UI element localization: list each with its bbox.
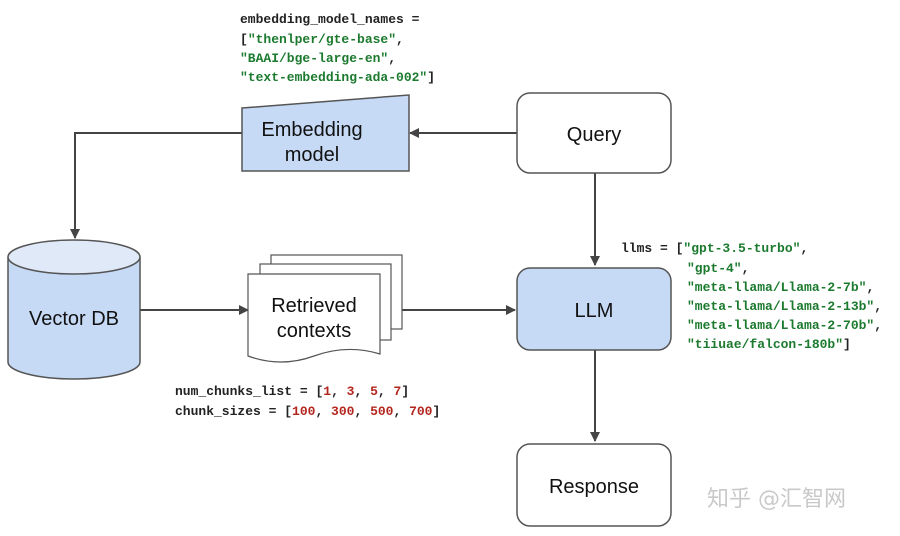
embedding-model-label-line1: Embedding [261, 119, 362, 141]
llm-name: "meta-llama/Llama-2-70b" [687, 318, 874, 333]
num-chunks-list: num_chunks_list = [1, 3, 5, 7] [175, 384, 409, 399]
llms-item: "meta-llama/Llama-2-13b", [687, 299, 882, 314]
llm-name: "meta-llama/Llama-2-13b" [687, 299, 874, 314]
context-page-front [247, 273, 381, 363]
node-vector-db: Vector DB [7, 239, 141, 380]
llm-name: "gpt-4" [687, 261, 742, 276]
arrow-embedding-to-vectordb [70, 132, 242, 239]
llm-name: "gpt-3.5-turbo" [683, 241, 800, 256]
embedding-model-names-var: embedding_model_names = [240, 12, 427, 27]
chunk-size-value: 300 [331, 404, 355, 419]
llms-var: llms = [621, 241, 676, 256]
vector-db-body [7, 257, 141, 380]
llms-item: "meta-llama/Llama-2-7b", [687, 280, 874, 295]
query-label: Query [567, 124, 621, 146]
retrieved-contexts-label-line1: Retrieved [271, 295, 357, 317]
node-retrieved-contexts: Retrieved contexts [247, 254, 403, 363]
llms-item: llms = ["gpt-3.5-turbo", [621, 241, 808, 256]
chunk-sizes-list: chunk_sizes = [100, 300, 500, 700] [175, 404, 440, 419]
query-box [516, 92, 672, 174]
chunk-sizes-var: chunk_sizes = [175, 404, 284, 419]
llm-box [516, 267, 672, 351]
llm-name: "meta-llama/Llama-2-7b" [687, 280, 866, 295]
embedding-model-item: "text-embedding-ada-002"] [240, 70, 435, 85]
annotation-embedding-model-names: embedding_model_names = ["thenlper/gte-b… [240, 12, 435, 85]
llm-label: LLM [575, 300, 614, 322]
embedding-model-label-line2: model [285, 144, 339, 166]
edges [70, 128, 600, 442]
llms-item: "tiiuae/falcon-180b"] [687, 337, 851, 352]
vector-db-top [7, 239, 141, 275]
num-chunks-var: num_chunks_list = [175, 384, 315, 399]
embedding-model-name: "thenlper/gte-base" [248, 32, 396, 47]
chunk-size-value: 500 [370, 404, 394, 419]
num-chunks-value: 7 [394, 384, 402, 399]
embedding-model-item: "BAAI/bge-large-en", [240, 51, 396, 66]
vector-db-label: Vector DB [29, 308, 119, 330]
response-label: Response [549, 476, 639, 498]
llms-item: "meta-llama/Llama-2-70b", [687, 318, 882, 333]
embedding-model-shape [241, 94, 410, 172]
chunk-size-value: 700 [409, 404, 433, 419]
node-query: Query [516, 92, 672, 174]
llm-name: "tiiuae/falcon-180b" [687, 337, 843, 352]
watermark: 知乎 @汇智网 [707, 487, 846, 512]
num-chunks-value: 3 [347, 384, 355, 399]
embedding-model-name: "text-embedding-ada-002" [240, 70, 427, 85]
embedding-model-name: "BAAI/bge-large-en" [240, 51, 388, 66]
annotation-llms: llms = ["gpt-3.5-turbo", "gpt-4", "meta-… [621, 241, 882, 352]
llms-item: "gpt-4", [687, 261, 749, 276]
embedding-model-item: ["thenlper/gte-base", [240, 32, 404, 47]
node-response: Response [516, 443, 672, 527]
num-chunks-value: 1 [323, 384, 331, 399]
annotation-chunks: num_chunks_list = [1, 3, 5, 7] chunk_siz… [175, 384, 440, 419]
node-embedding-model: Embedding model [241, 94, 410, 172]
response-box [516, 443, 672, 527]
node-llm: LLM [516, 267, 672, 351]
retrieved-contexts-label-line2: contexts [277, 320, 351, 342]
num-chunks-value: 5 [370, 384, 378, 399]
chunk-size-value: 100 [292, 404, 316, 419]
